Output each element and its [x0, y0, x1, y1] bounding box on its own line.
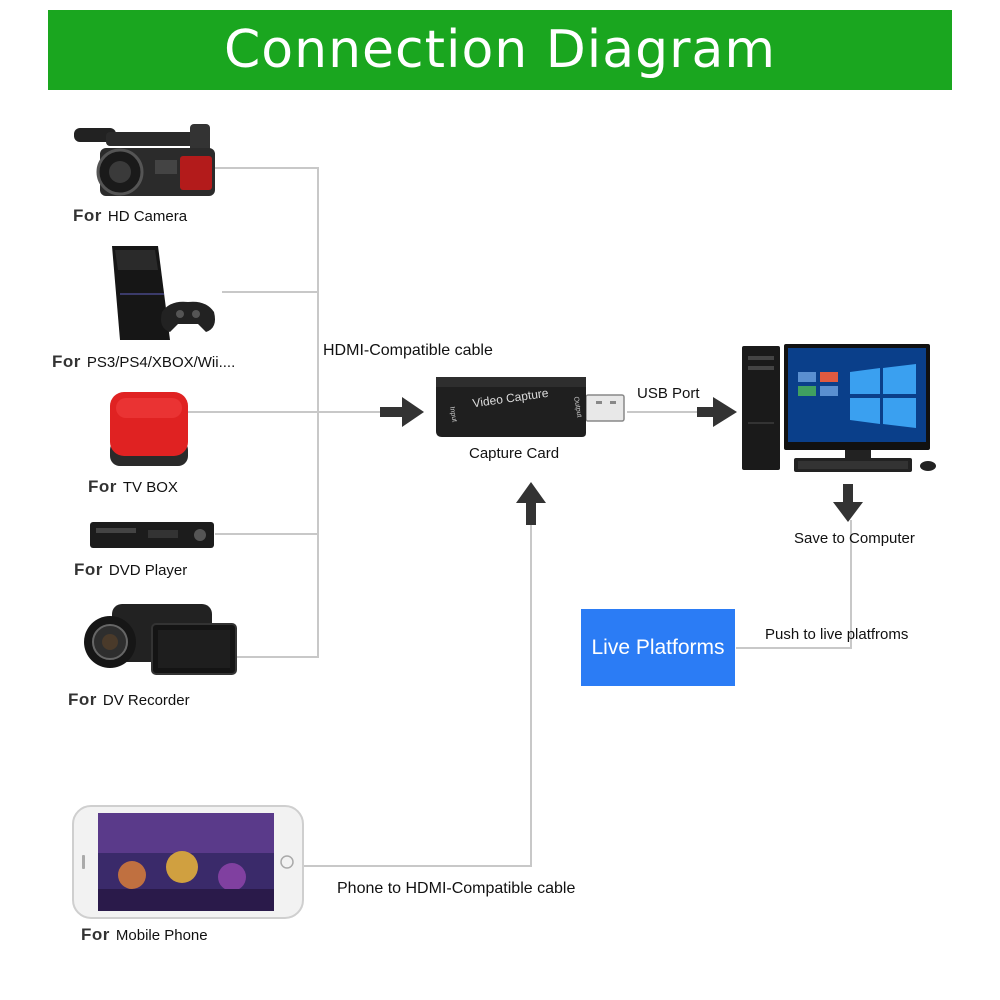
edge-label-phone-cable: Phone to HDMI-Compatible cable	[337, 880, 576, 897]
capture-card-input-text: Input	[448, 406, 458, 423]
capture-card-device: Video Capture Input Output	[436, 377, 625, 437]
dvd-player-icon	[90, 522, 214, 548]
title-banner: Connection Diagram	[48, 10, 952, 90]
dv-recorder-icon	[84, 604, 237, 675]
live-platforms-box: Live Platforms	[581, 609, 735, 686]
capture-card-output-text: Output	[572, 396, 583, 418]
hd-camera-icon	[74, 124, 215, 196]
edge-label-push-to-live: Push to live platfroms	[765, 626, 909, 643]
edge-label-save-to-computer: Save to Computer	[794, 530, 915, 547]
edge-label-hdmi-cable: HDMI-Compatible cable	[323, 342, 493, 359]
arrow-right-icon	[380, 397, 424, 427]
arrow-down-icon	[833, 484, 863, 522]
tv-box-icon	[110, 392, 188, 466]
mobile-phone-icon	[72, 805, 304, 919]
edge-label-usb-port: USB Port	[637, 385, 700, 402]
phone-line	[304, 525, 532, 867]
arrow-up-icon	[516, 482, 546, 525]
capture-card-label: Capture Card	[469, 445, 560, 462]
diagram-title: Connection Diagram	[223, 20, 776, 80]
desktop-computer-icon	[742, 344, 936, 472]
live-push-line	[736, 520, 852, 649]
game-console-icon	[112, 246, 215, 340]
arrow-right-icon	[697, 397, 737, 427]
